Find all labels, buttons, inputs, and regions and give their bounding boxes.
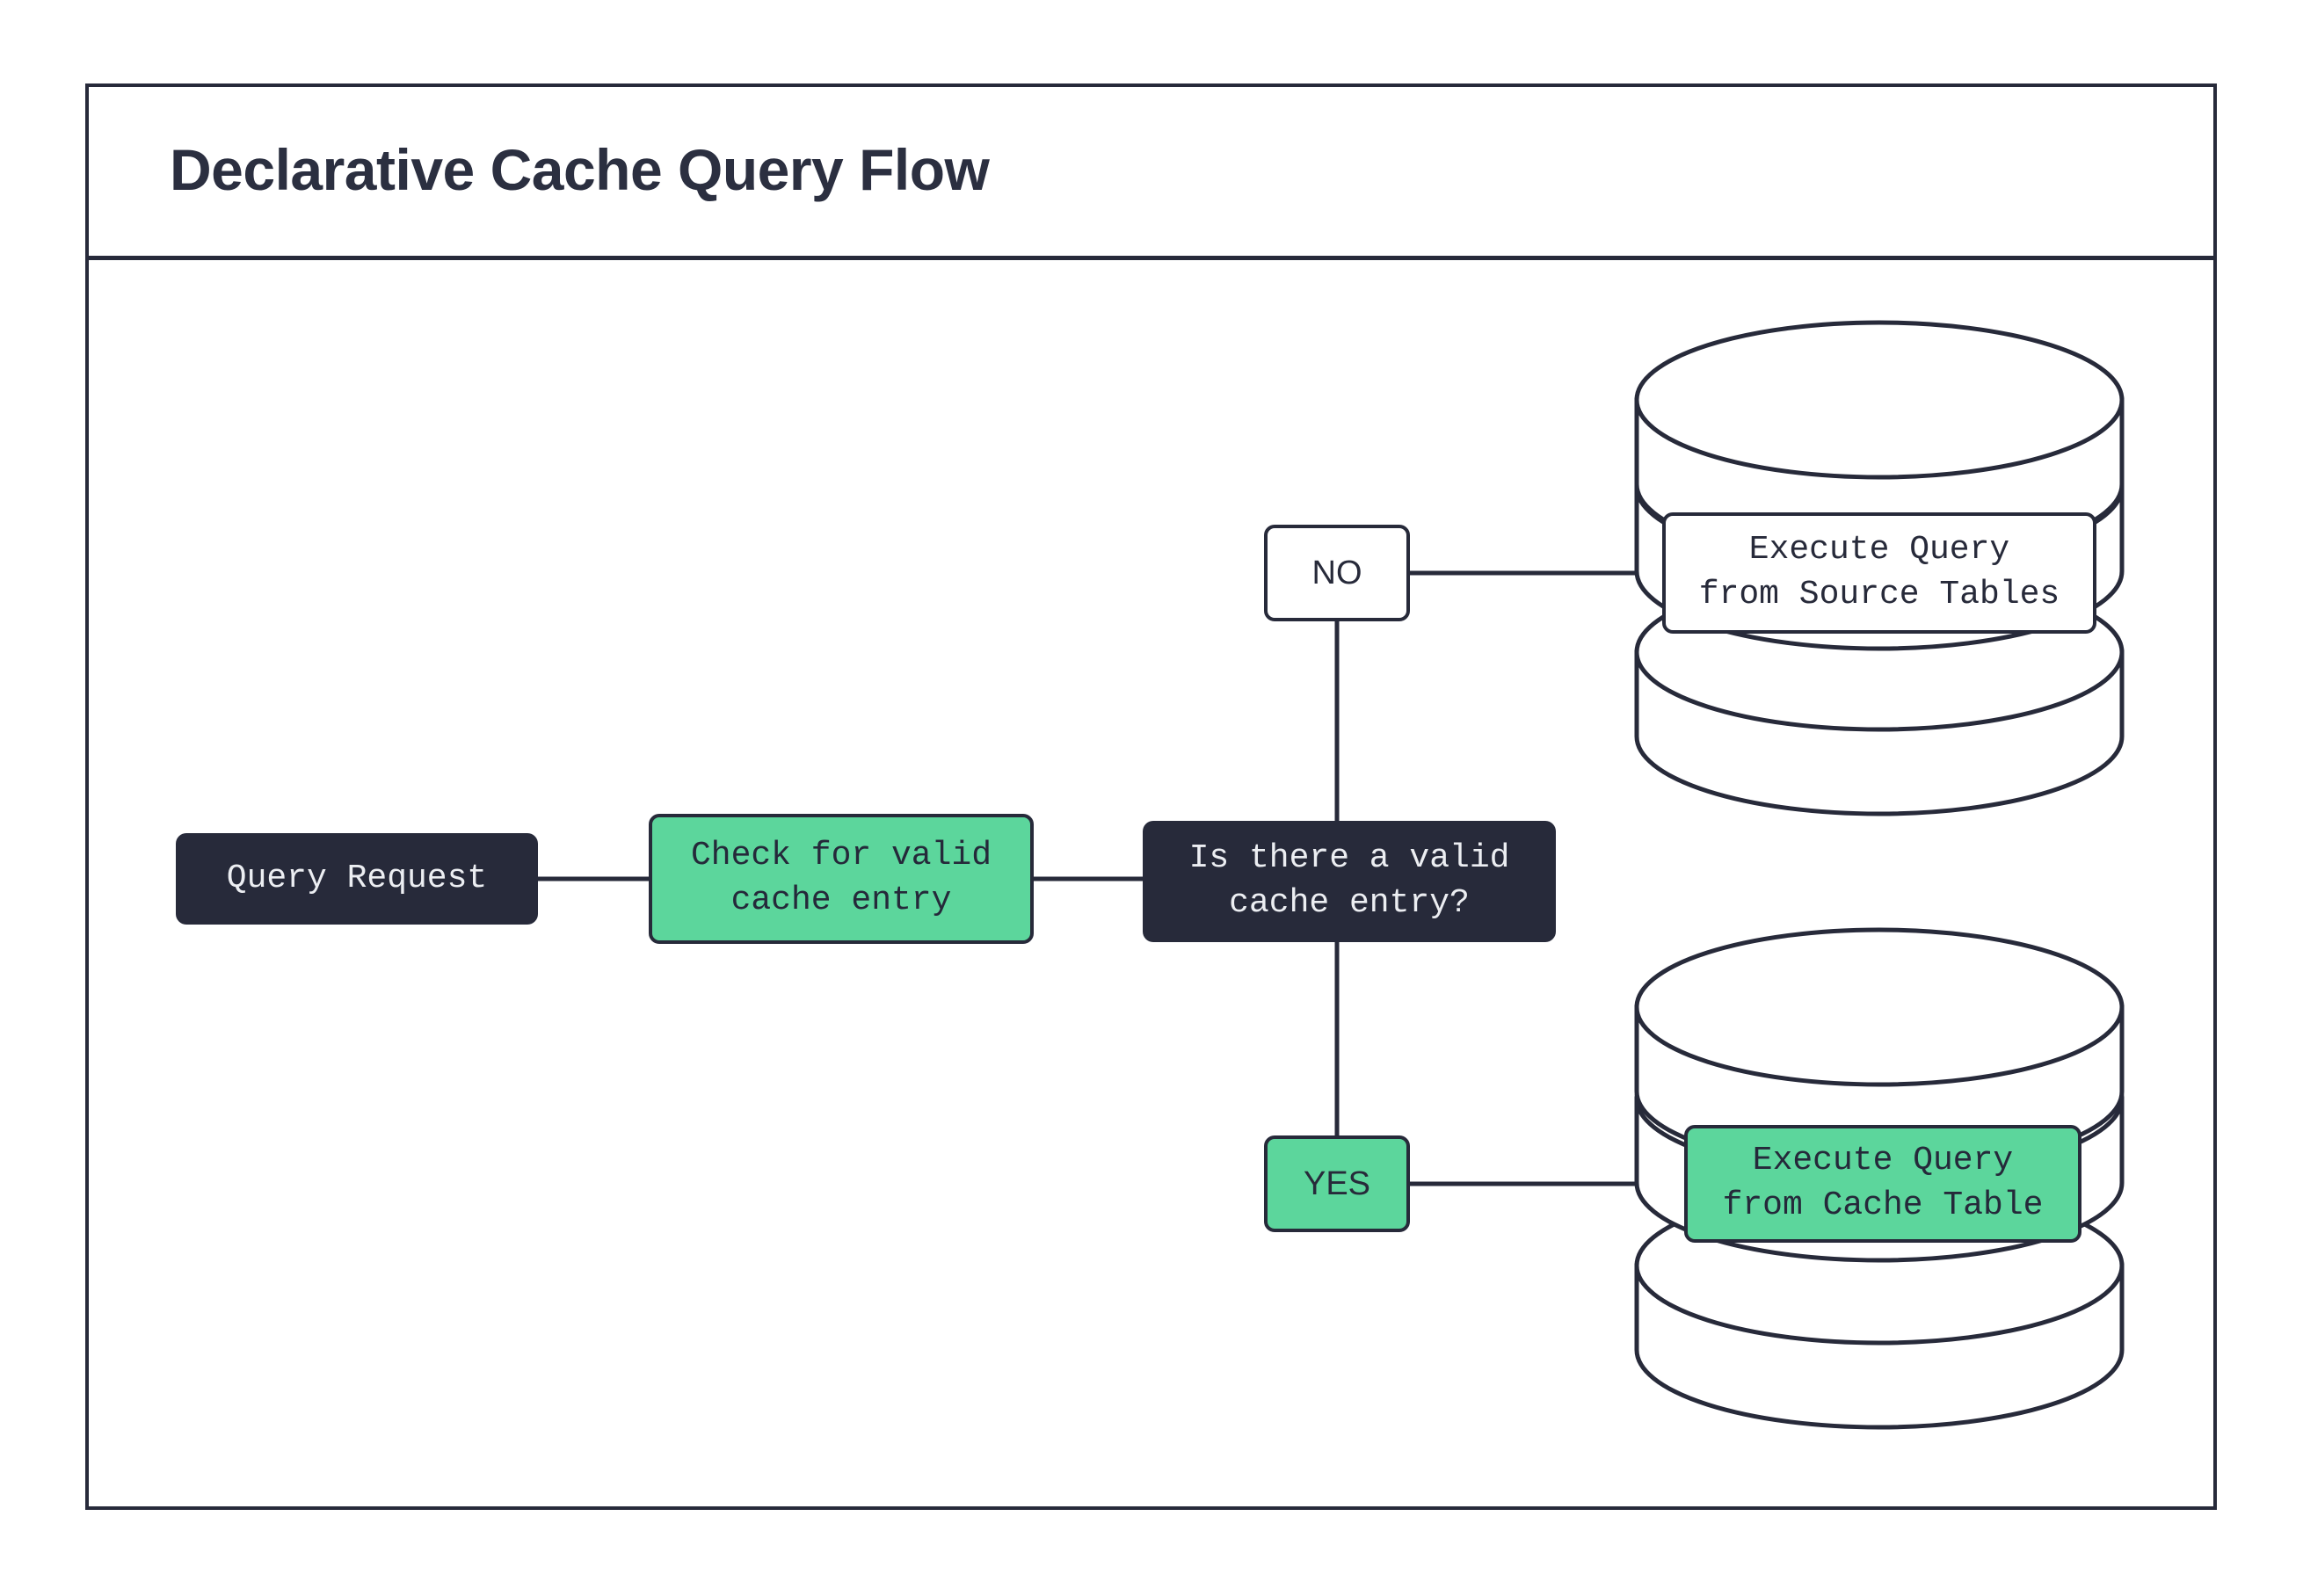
edge-label-yes[interactable]: YES bbox=[1264, 1135, 1410, 1232]
page-title: Declarative Cache Query Flow bbox=[170, 137, 990, 202]
node-execute-query-from-source-tables[interactable]: Execute Query from Source Tables bbox=[1662, 512, 2096, 634]
diagram-frame bbox=[85, 83, 2217, 1510]
edge-label-no[interactable]: NO bbox=[1264, 525, 1410, 621]
title-bar: Declarative Cache Query Flow bbox=[85, 83, 2217, 260]
node-decision-valid-cache-entry[interactable]: Is there a valid cache entry? bbox=[1143, 821, 1556, 942]
node-check-for-valid-cache-entry[interactable]: Check for valid cache entry bbox=[649, 814, 1034, 944]
node-query-request[interactable]: Query Request bbox=[176, 833, 538, 925]
node-execute-query-from-cache-table[interactable]: Execute Query from Cache Table bbox=[1684, 1125, 2081, 1243]
